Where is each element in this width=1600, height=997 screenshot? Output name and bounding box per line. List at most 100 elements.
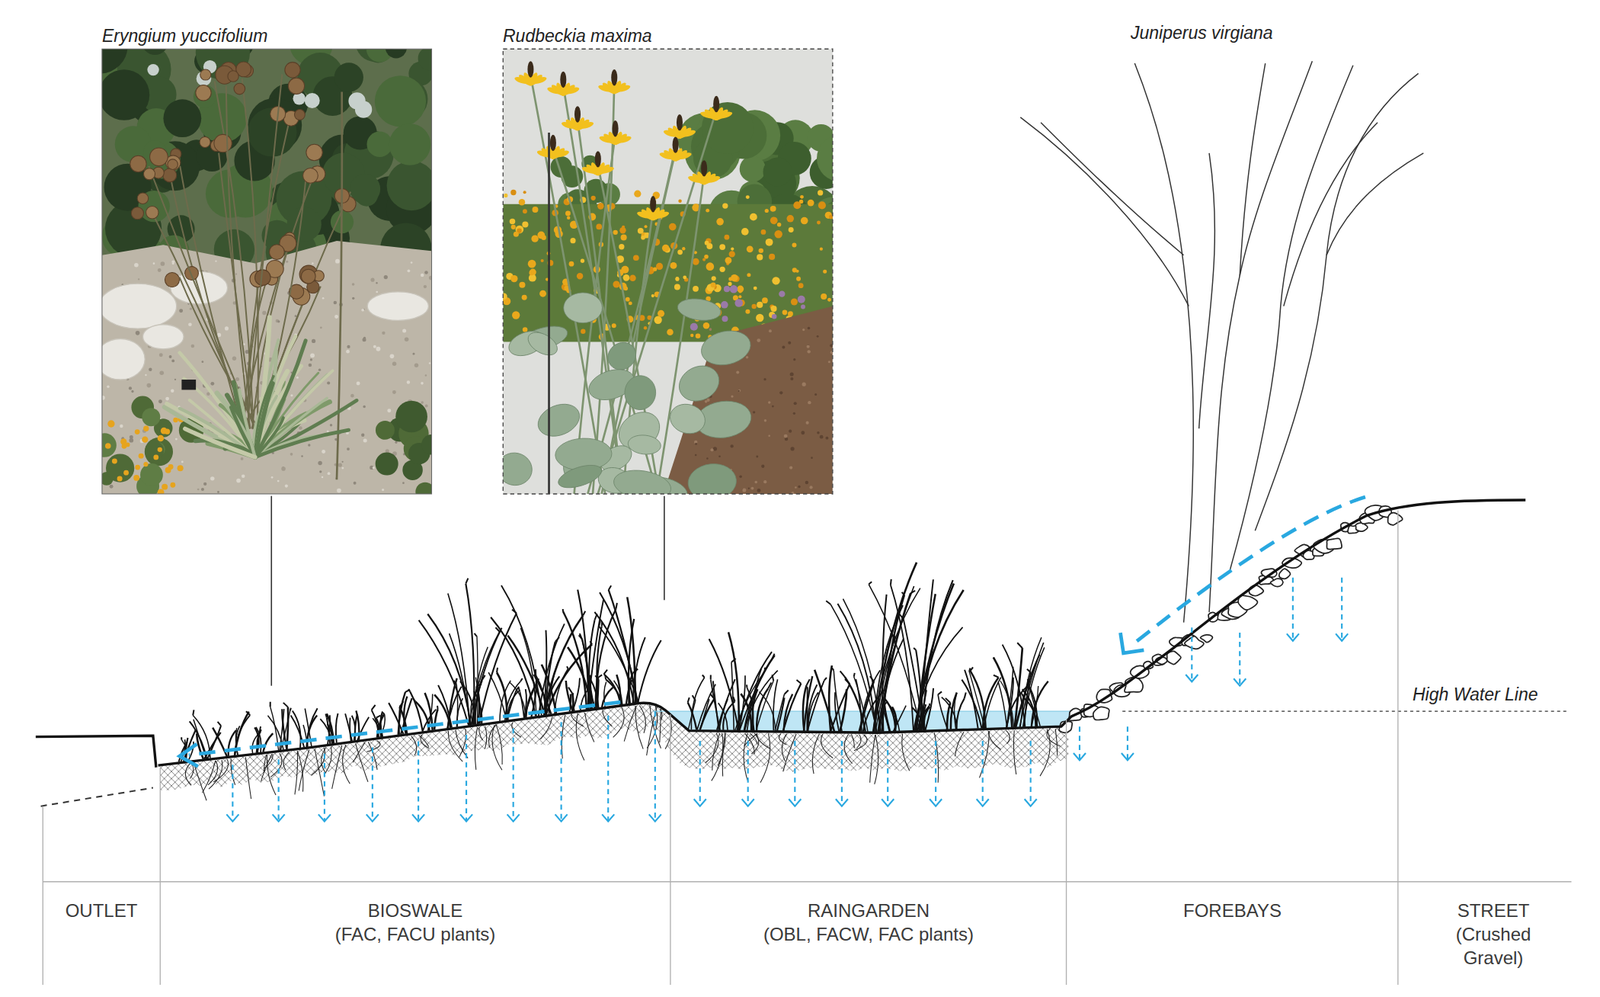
mulch-dot <box>768 329 772 333</box>
shrub <box>144 441 164 461</box>
gravel-dot <box>327 471 331 475</box>
shrub <box>415 482 432 494</box>
shrub <box>140 463 164 487</box>
meadow-flower <box>629 274 637 282</box>
meadow-flower <box>706 262 715 271</box>
mulch-dot <box>806 345 810 349</box>
plant-stroke <box>262 732 273 752</box>
tree-stroke <box>1040 122 1184 256</box>
arrow-head <box>1121 752 1134 760</box>
meadow-flower <box>529 268 537 276</box>
meadow-flower <box>643 224 647 228</box>
gravel-dot <box>128 386 132 390</box>
flower-dot <box>161 483 168 490</box>
meadow-flower <box>758 248 764 253</box>
arrow-head <box>412 813 425 821</box>
seed-tuft <box>710 675 712 680</box>
root-stroke <box>1005 729 1010 743</box>
meadow-flower <box>656 262 663 270</box>
zone-name: BIOSWALE <box>160 898 671 922</box>
infiltration-arrow <box>1126 726 1129 760</box>
mulch-dot <box>781 345 785 349</box>
root-stroke <box>311 747 326 776</box>
mulch-dot <box>784 437 789 442</box>
gravel-dot <box>296 376 299 379</box>
seed-tuft <box>246 710 250 715</box>
gravel-dot <box>352 297 355 300</box>
plant-stroke <box>345 713 352 741</box>
flower-dot <box>153 454 159 461</box>
gravel-dot <box>157 268 162 272</box>
root-stroke <box>722 732 725 777</box>
flower-dot <box>168 464 174 470</box>
meadow-flower <box>703 322 710 329</box>
meadow-flower <box>827 297 832 302</box>
mulch-dot <box>764 419 767 422</box>
root-stroke <box>420 734 429 749</box>
arrow-head <box>835 798 848 806</box>
flower-dot <box>120 438 127 445</box>
meadow-flower <box>746 272 751 277</box>
gravel-dot <box>262 310 266 315</box>
tree-foliage <box>418 48 432 71</box>
plant-list: (Crushed Gravel) <box>1440 921 1547 970</box>
arrow-head <box>1024 798 1037 806</box>
meadow-flower <box>521 220 528 228</box>
mulch-dot <box>807 326 811 330</box>
seed-tuft <box>898 612 903 619</box>
meadow-flower <box>738 294 742 298</box>
gravel-dot <box>300 454 304 458</box>
meadow-flower <box>540 234 546 240</box>
species-label: Juniperus virgiana <box>1130 22 1274 45</box>
gravel-dot <box>319 470 322 473</box>
meadow-flower <box>643 326 647 330</box>
meadow-flower <box>597 202 605 210</box>
eryngium-photo <box>102 48 432 494</box>
basal-leaf <box>555 460 605 492</box>
flower-dot <box>141 436 148 443</box>
mulch-dot <box>757 488 762 493</box>
gravel-dot <box>310 358 313 361</box>
seed-tuft <box>566 665 569 669</box>
meadow-flower <box>734 298 743 307</box>
meadow-flower <box>678 199 682 203</box>
meadow-flower <box>710 282 717 288</box>
mulch-dot <box>828 360 831 363</box>
mulch-dot <box>800 430 805 435</box>
plant-stroke <box>596 626 602 708</box>
seed-head <box>163 168 177 183</box>
seed-tuft <box>688 697 690 702</box>
seed-tuft <box>824 677 827 681</box>
forebay-rocks <box>1059 505 1403 733</box>
meadow-flower <box>510 189 516 196</box>
arrow-head <box>976 798 989 806</box>
meadow-flower <box>625 297 631 302</box>
table-rule <box>160 767 161 985</box>
gravel-dot <box>153 262 156 265</box>
gravel-dot <box>148 368 152 372</box>
seed-head <box>164 272 180 288</box>
meadow-flower <box>628 300 633 305</box>
meadow-flower <box>565 211 571 217</box>
seed-tuft <box>604 669 608 675</box>
meadow-flower <box>522 326 528 333</box>
meadow-flower <box>666 329 674 336</box>
seed-tuft <box>889 579 893 586</box>
root-stroke <box>496 724 503 765</box>
root-stroke <box>230 758 236 785</box>
infiltration-arrow <box>1030 740 1032 807</box>
arrow-head <box>1233 678 1246 685</box>
gravel-dot <box>321 476 324 478</box>
seed-tuft <box>436 705 439 710</box>
shrub <box>395 400 428 433</box>
zone-name: RAINGARDEN <box>670 898 1067 922</box>
flower-dot <box>157 447 163 452</box>
root-stroke <box>576 713 585 760</box>
species-caption: Eryngium yuccifolium <box>102 24 432 48</box>
seed-tuft <box>796 679 801 684</box>
meadow-flower <box>771 305 778 312</box>
seed-tuft <box>832 667 834 670</box>
seed-tuft <box>376 715 381 718</box>
plant-stroke <box>490 617 536 717</box>
